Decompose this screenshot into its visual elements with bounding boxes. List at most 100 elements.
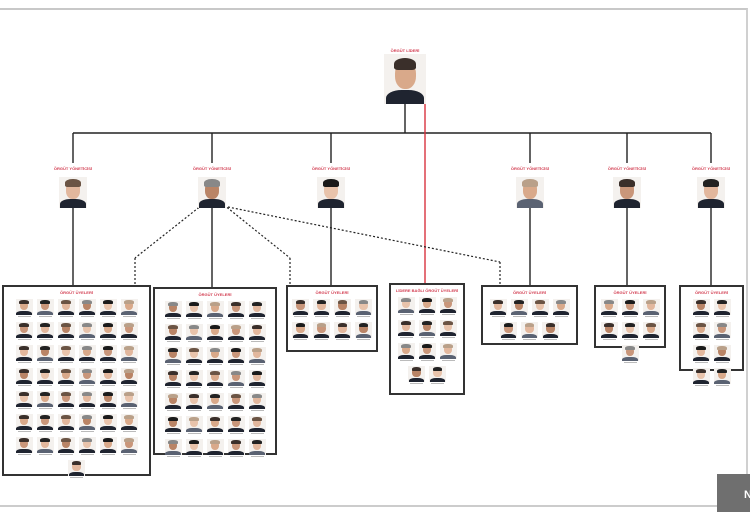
member-card [15, 368, 33, 388]
member-caption [715, 385, 729, 386]
member-photo [78, 322, 96, 338]
slide-frame [0, 8, 748, 508]
member-card [164, 347, 182, 367]
member-photo [248, 393, 266, 409]
member-caption [431, 383, 444, 384]
member-caption [187, 433, 201, 434]
member-photo [120, 414, 138, 430]
member-card [292, 299, 309, 319]
member-card [227, 393, 245, 413]
member-caption [208, 410, 222, 411]
member-caption [644, 316, 658, 317]
member-photo [36, 345, 54, 361]
member-caption [644, 339, 658, 340]
member-photo [36, 437, 54, 453]
member-card [99, 437, 117, 457]
member-caption [491, 316, 505, 317]
group-title: ÖRGÜT ÜYELERİ [60, 290, 93, 295]
member-photo [227, 416, 245, 432]
member-photo [439, 320, 457, 336]
member-group-box: ÖRGÜT ÜYELERİ [679, 285, 744, 386]
member-photo [692, 368, 710, 384]
member-caption [59, 316, 73, 317]
member-card [185, 393, 203, 413]
member-caption [187, 318, 201, 319]
member-card [78, 437, 96, 457]
member-caption [59, 431, 73, 432]
member-caption [315, 339, 328, 340]
member-photo [15, 299, 33, 315]
member-card [531, 299, 549, 319]
member-card [355, 322, 372, 342]
member-photo [57, 322, 75, 338]
member-photo [418, 320, 436, 336]
member-card [57, 437, 75, 457]
member-card [15, 322, 33, 342]
member-caption [229, 318, 243, 319]
member-card [552, 299, 570, 319]
member-caption [17, 316, 31, 317]
member-photo [164, 370, 182, 386]
member-card [418, 297, 436, 317]
member-photo [185, 324, 203, 340]
member-group-box: ÖRGÜT ÜYELERİ [286, 285, 378, 352]
member-card [600, 322, 618, 342]
dotted-link [227, 206, 501, 263]
member-card [120, 414, 138, 434]
member-card [57, 368, 75, 388]
member-photo [418, 297, 436, 313]
member-photo [15, 345, 33, 361]
member-photo [185, 393, 203, 409]
member-photo [621, 322, 639, 338]
member-group-box: ÖRGÜT ÜYELERİ [594, 285, 666, 363]
member-card [36, 414, 54, 434]
member-photo [15, 437, 33, 453]
member-caption [694, 385, 708, 386]
member-card [713, 345, 731, 365]
member-card [292, 322, 309, 342]
member-photo [334, 322, 351, 338]
member-card [15, 299, 33, 319]
member-photo [164, 416, 182, 432]
member-photo [164, 347, 182, 363]
member-card [439, 320, 457, 340]
member-photo [713, 322, 731, 338]
member-card [439, 343, 457, 363]
member-photo [355, 322, 372, 338]
member-photo [334, 299, 351, 315]
member-caption [208, 456, 222, 457]
member-photo [57, 299, 75, 315]
member-caption [38, 454, 52, 455]
member-group-box: ÖRGÜT ÜYELERİ [153, 287, 277, 457]
member-photo [439, 297, 457, 313]
member-card [642, 299, 660, 319]
member-card [521, 322, 538, 342]
member-photo [355, 299, 372, 315]
member-photo [692, 299, 710, 315]
member-caption [399, 314, 413, 315]
member-photo [313, 299, 330, 315]
member-caption [17, 431, 31, 432]
member-grid [487, 299, 572, 342]
member-photo [99, 368, 117, 384]
member-card [692, 345, 710, 365]
member-photo [206, 370, 224, 386]
group-title: LİDERE BAĞLI ÖRGÜT ÜYELERİ [395, 288, 459, 293]
member-photo [621, 299, 639, 315]
member-caption [122, 408, 136, 409]
member-caption [101, 408, 115, 409]
member-card [99, 322, 117, 342]
member-photo [120, 299, 138, 315]
member-photo [292, 322, 309, 338]
member-card [510, 299, 528, 319]
member-card [15, 437, 33, 457]
member-card [36, 368, 54, 388]
member-photo [248, 347, 266, 363]
member-caption [101, 316, 115, 317]
member-caption [38, 339, 52, 340]
member-card [99, 345, 117, 365]
member-card [185, 347, 203, 367]
corner-badge: N [717, 474, 750, 512]
member-photo [397, 320, 415, 336]
